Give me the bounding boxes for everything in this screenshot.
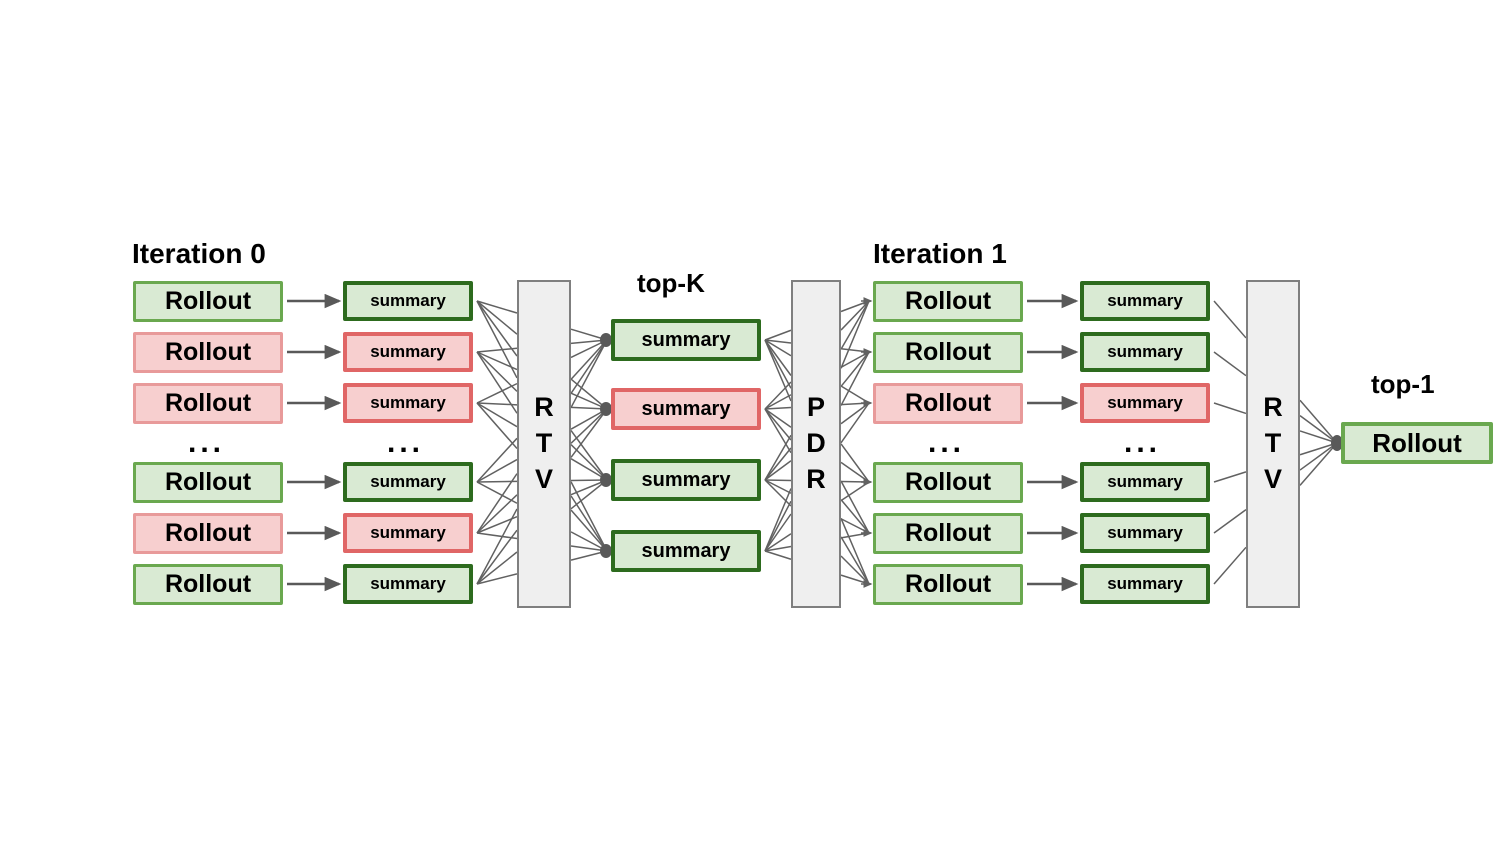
summary-box[interactable]: summary: [1080, 462, 1210, 502]
rollout-box[interactable]: Rollout: [873, 513, 1023, 554]
topk-summary-box[interactable]: summary: [611, 459, 761, 501]
rollout-box[interactable]: Rollout: [873, 462, 1023, 503]
module-rtv-right[interactable]: R T V: [1246, 280, 1300, 608]
ellipsis-summaries-iter1: ...: [1124, 426, 1162, 459]
caption-top-k: top-K: [637, 268, 705, 298]
ellipsis-rollouts-iter1: ...: [928, 426, 966, 459]
rollout-box[interactable]: Rollout: [133, 462, 283, 503]
module-letter: T: [1264, 428, 1282, 459]
summary-box[interactable]: summary: [343, 281, 473, 321]
ellipsis-summaries-iter0: ...: [387, 426, 425, 459]
rollout-box[interactable]: Rollout: [873, 332, 1023, 373]
summary-box[interactable]: summary: [343, 564, 473, 604]
summary-box[interactable]: summary: [343, 332, 473, 372]
summary-box[interactable]: summary: [1080, 332, 1210, 372]
summary-box[interactable]: summary: [343, 383, 473, 423]
module-letter: T: [535, 428, 553, 459]
module-letter: V: [534, 463, 553, 494]
final-rollout-box[interactable]: Rollout: [1341, 422, 1493, 464]
summary-box[interactable]: summary: [1080, 281, 1210, 321]
ellipsis-rollouts-iter0: ...: [188, 426, 226, 459]
module-letter: R: [534, 392, 554, 423]
summary-box[interactable]: summary: [343, 513, 473, 553]
rollout-box[interactable]: Rollout: [133, 513, 283, 554]
module-letter: R: [1263, 392, 1283, 423]
summary-box[interactable]: summary: [1080, 564, 1210, 604]
rollout-box[interactable]: Rollout: [873, 564, 1023, 605]
module-rtv-left[interactable]: R T V: [517, 280, 571, 608]
summary-box[interactable]: summary: [343, 462, 473, 502]
rollout-box[interactable]: Rollout: [133, 281, 283, 322]
module-letter: P: [806, 392, 825, 423]
rollout-box[interactable]: Rollout: [873, 281, 1023, 322]
summary-box[interactable]: summary: [1080, 383, 1210, 423]
module-letter: D: [806, 428, 826, 459]
rollout-box[interactable]: Rollout: [133, 332, 283, 373]
module-letter: V: [1263, 463, 1282, 494]
caption-top-1: top-1: [1371, 369, 1435, 399]
summary-box[interactable]: summary: [1080, 513, 1210, 553]
heading-iteration-1: Iteration 1: [873, 238, 1007, 269]
module-pdr[interactable]: P D R: [791, 280, 841, 608]
rollout-box[interactable]: Rollout: [133, 383, 283, 424]
topk-summary-box[interactable]: summary: [611, 319, 761, 361]
topk-summary-box[interactable]: summary: [611, 388, 761, 430]
rollout-box[interactable]: Rollout: [133, 564, 283, 605]
topk-summary-box[interactable]: summary: [611, 530, 761, 572]
heading-iteration-0: Iteration 0: [132, 238, 266, 269]
module-letter: R: [806, 463, 826, 494]
rollout-box[interactable]: Rollout: [873, 383, 1023, 424]
